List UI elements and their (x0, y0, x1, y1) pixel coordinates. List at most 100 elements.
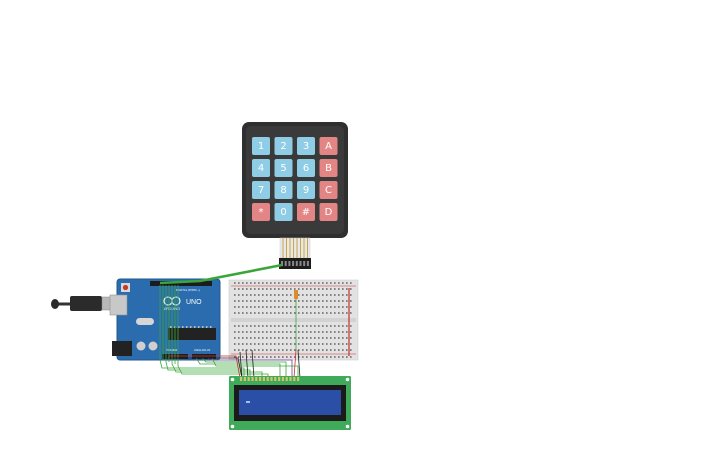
breadboard-hole[interactable] (310, 282, 312, 284)
breadboard-hole[interactable] (258, 356, 260, 358)
breadboard-hole[interactable] (322, 288, 324, 290)
breadboard-hole[interactable] (294, 282, 296, 284)
breadboard-hole[interactable] (246, 306, 248, 308)
breadboard-hole[interactable] (254, 282, 256, 284)
breadboard-hole[interactable] (234, 337, 236, 339)
breadboard-hole[interactable] (246, 325, 248, 327)
breadboard-hole[interactable] (246, 294, 248, 296)
breadboard-hole[interactable] (346, 325, 348, 327)
breadboard-hole[interactable] (234, 331, 236, 333)
breadboard-hole[interactable] (266, 288, 268, 290)
breadboard-hole[interactable] (262, 325, 264, 327)
breadboard-hole[interactable] (342, 337, 344, 339)
lcd-16x2[interactable] (229, 376, 351, 430)
breadboard-hole[interactable] (326, 331, 328, 333)
keypad-connector[interactable] (279, 258, 311, 269)
breadboard-hole[interactable] (326, 349, 328, 351)
breadboard-hole[interactable] (346, 356, 348, 358)
breadboard-hole[interactable] (238, 356, 240, 358)
breadboard-hole[interactable] (302, 300, 304, 302)
breadboard-hole[interactable] (294, 331, 296, 333)
breadboard-hole[interactable] (294, 356, 296, 358)
breadboard-hole[interactable] (238, 349, 240, 351)
breadboard-hole[interactable] (266, 325, 268, 327)
breadboard-hole[interactable] (278, 331, 280, 333)
breadboard-hole[interactable] (282, 343, 284, 345)
breadboard-hole[interactable] (326, 312, 328, 314)
breadboard-hole[interactable] (238, 337, 240, 339)
breadboard-hole[interactable] (294, 343, 296, 345)
lcd-pin[interactable] (270, 377, 273, 381)
breadboard-hole[interactable] (318, 337, 320, 339)
breadboard-hole[interactable] (338, 356, 340, 358)
breadboard-hole[interactable] (278, 343, 280, 345)
breadboard-hole[interactable] (238, 325, 240, 327)
breadboard-hole[interactable] (330, 337, 332, 339)
keypad-key[interactable]: * (252, 203, 270, 221)
breadboard-hole[interactable] (338, 312, 340, 314)
breadboard-hole[interactable] (274, 325, 276, 327)
breadboard-hole[interactable] (274, 356, 276, 358)
breadboard-hole[interactable] (234, 343, 236, 345)
breadboard-hole[interactable] (258, 300, 260, 302)
breadboard-hole[interactable] (250, 356, 252, 358)
breadboard-hole[interactable] (326, 282, 328, 284)
breadboard-hole[interactable] (314, 294, 316, 296)
breadboard-hole[interactable] (342, 282, 344, 284)
breadboard-hole[interactable] (350, 356, 352, 358)
breadboard-hole[interactable] (318, 312, 320, 314)
breadboard-hole[interactable] (274, 337, 276, 339)
breadboard-hole[interactable] (234, 288, 236, 290)
breadboard-hole[interactable] (270, 349, 272, 351)
breadboard-hole[interactable] (298, 306, 300, 308)
breadboard-hole[interactable] (330, 331, 332, 333)
breadboard-hole[interactable] (290, 312, 292, 314)
breadboard-hole[interactable] (350, 343, 352, 345)
breadboard-hole[interactable] (246, 300, 248, 302)
breadboard-hole[interactable] (290, 343, 292, 345)
breadboard-hole[interactable] (274, 343, 276, 345)
breadboard-hole[interactable] (350, 312, 352, 314)
breadboard-hole[interactable] (338, 300, 340, 302)
breadboard-hole[interactable] (266, 337, 268, 339)
breadboard-hole[interactable] (278, 288, 280, 290)
breadboard-hole[interactable] (302, 349, 304, 351)
breadboard-hole[interactable] (266, 343, 268, 345)
breadboard-hole[interactable] (314, 356, 316, 358)
breadboard-hole[interactable] (350, 325, 352, 327)
breadboard-hole[interactable] (330, 288, 332, 290)
breadboard-hole[interactable] (350, 349, 352, 351)
breadboard-hole[interactable] (274, 294, 276, 296)
breadboard-hole[interactable] (310, 300, 312, 302)
keypad-key[interactable]: 6 (297, 159, 315, 177)
breadboard-hole[interactable] (318, 288, 320, 290)
breadboard-hole[interactable] (294, 300, 296, 302)
breadboard-hole[interactable] (290, 356, 292, 358)
breadboard-hole[interactable] (322, 300, 324, 302)
breadboard-hole[interactable] (326, 343, 328, 345)
breadboard-hole[interactable] (330, 312, 332, 314)
breadboard-hole[interactable] (298, 294, 300, 296)
breadboard-hole[interactable] (266, 349, 268, 351)
breadboard-hole[interactable] (290, 337, 292, 339)
breadboard-hole[interactable] (338, 325, 340, 327)
breadboard-hole[interactable] (262, 356, 264, 358)
wires[interactable] (159, 263, 301, 379)
breadboard-hole[interactable] (286, 356, 288, 358)
breadboard-hole[interactable] (258, 349, 260, 351)
breadboard-hole[interactable] (262, 306, 264, 308)
breadboard-hole[interactable] (310, 349, 312, 351)
keypad-key[interactable]: 4 (252, 159, 270, 177)
breadboard-hole[interactable] (342, 349, 344, 351)
breadboard-hole[interactable] (322, 312, 324, 314)
breadboard-hole[interactable] (294, 337, 296, 339)
breadboard-hole[interactable] (306, 349, 308, 351)
breadboard-hole[interactable] (254, 343, 256, 345)
keypad-key[interactable]: 5 (274, 159, 293, 177)
breadboard-hole[interactable] (330, 294, 332, 296)
breadboard-hole[interactable] (298, 282, 300, 284)
breadboard-hole[interactable] (270, 306, 272, 308)
lcd-pin[interactable] (293, 377, 296, 381)
keypad-key[interactable]: 8 (274, 181, 293, 199)
breadboard-hole[interactable] (266, 356, 268, 358)
